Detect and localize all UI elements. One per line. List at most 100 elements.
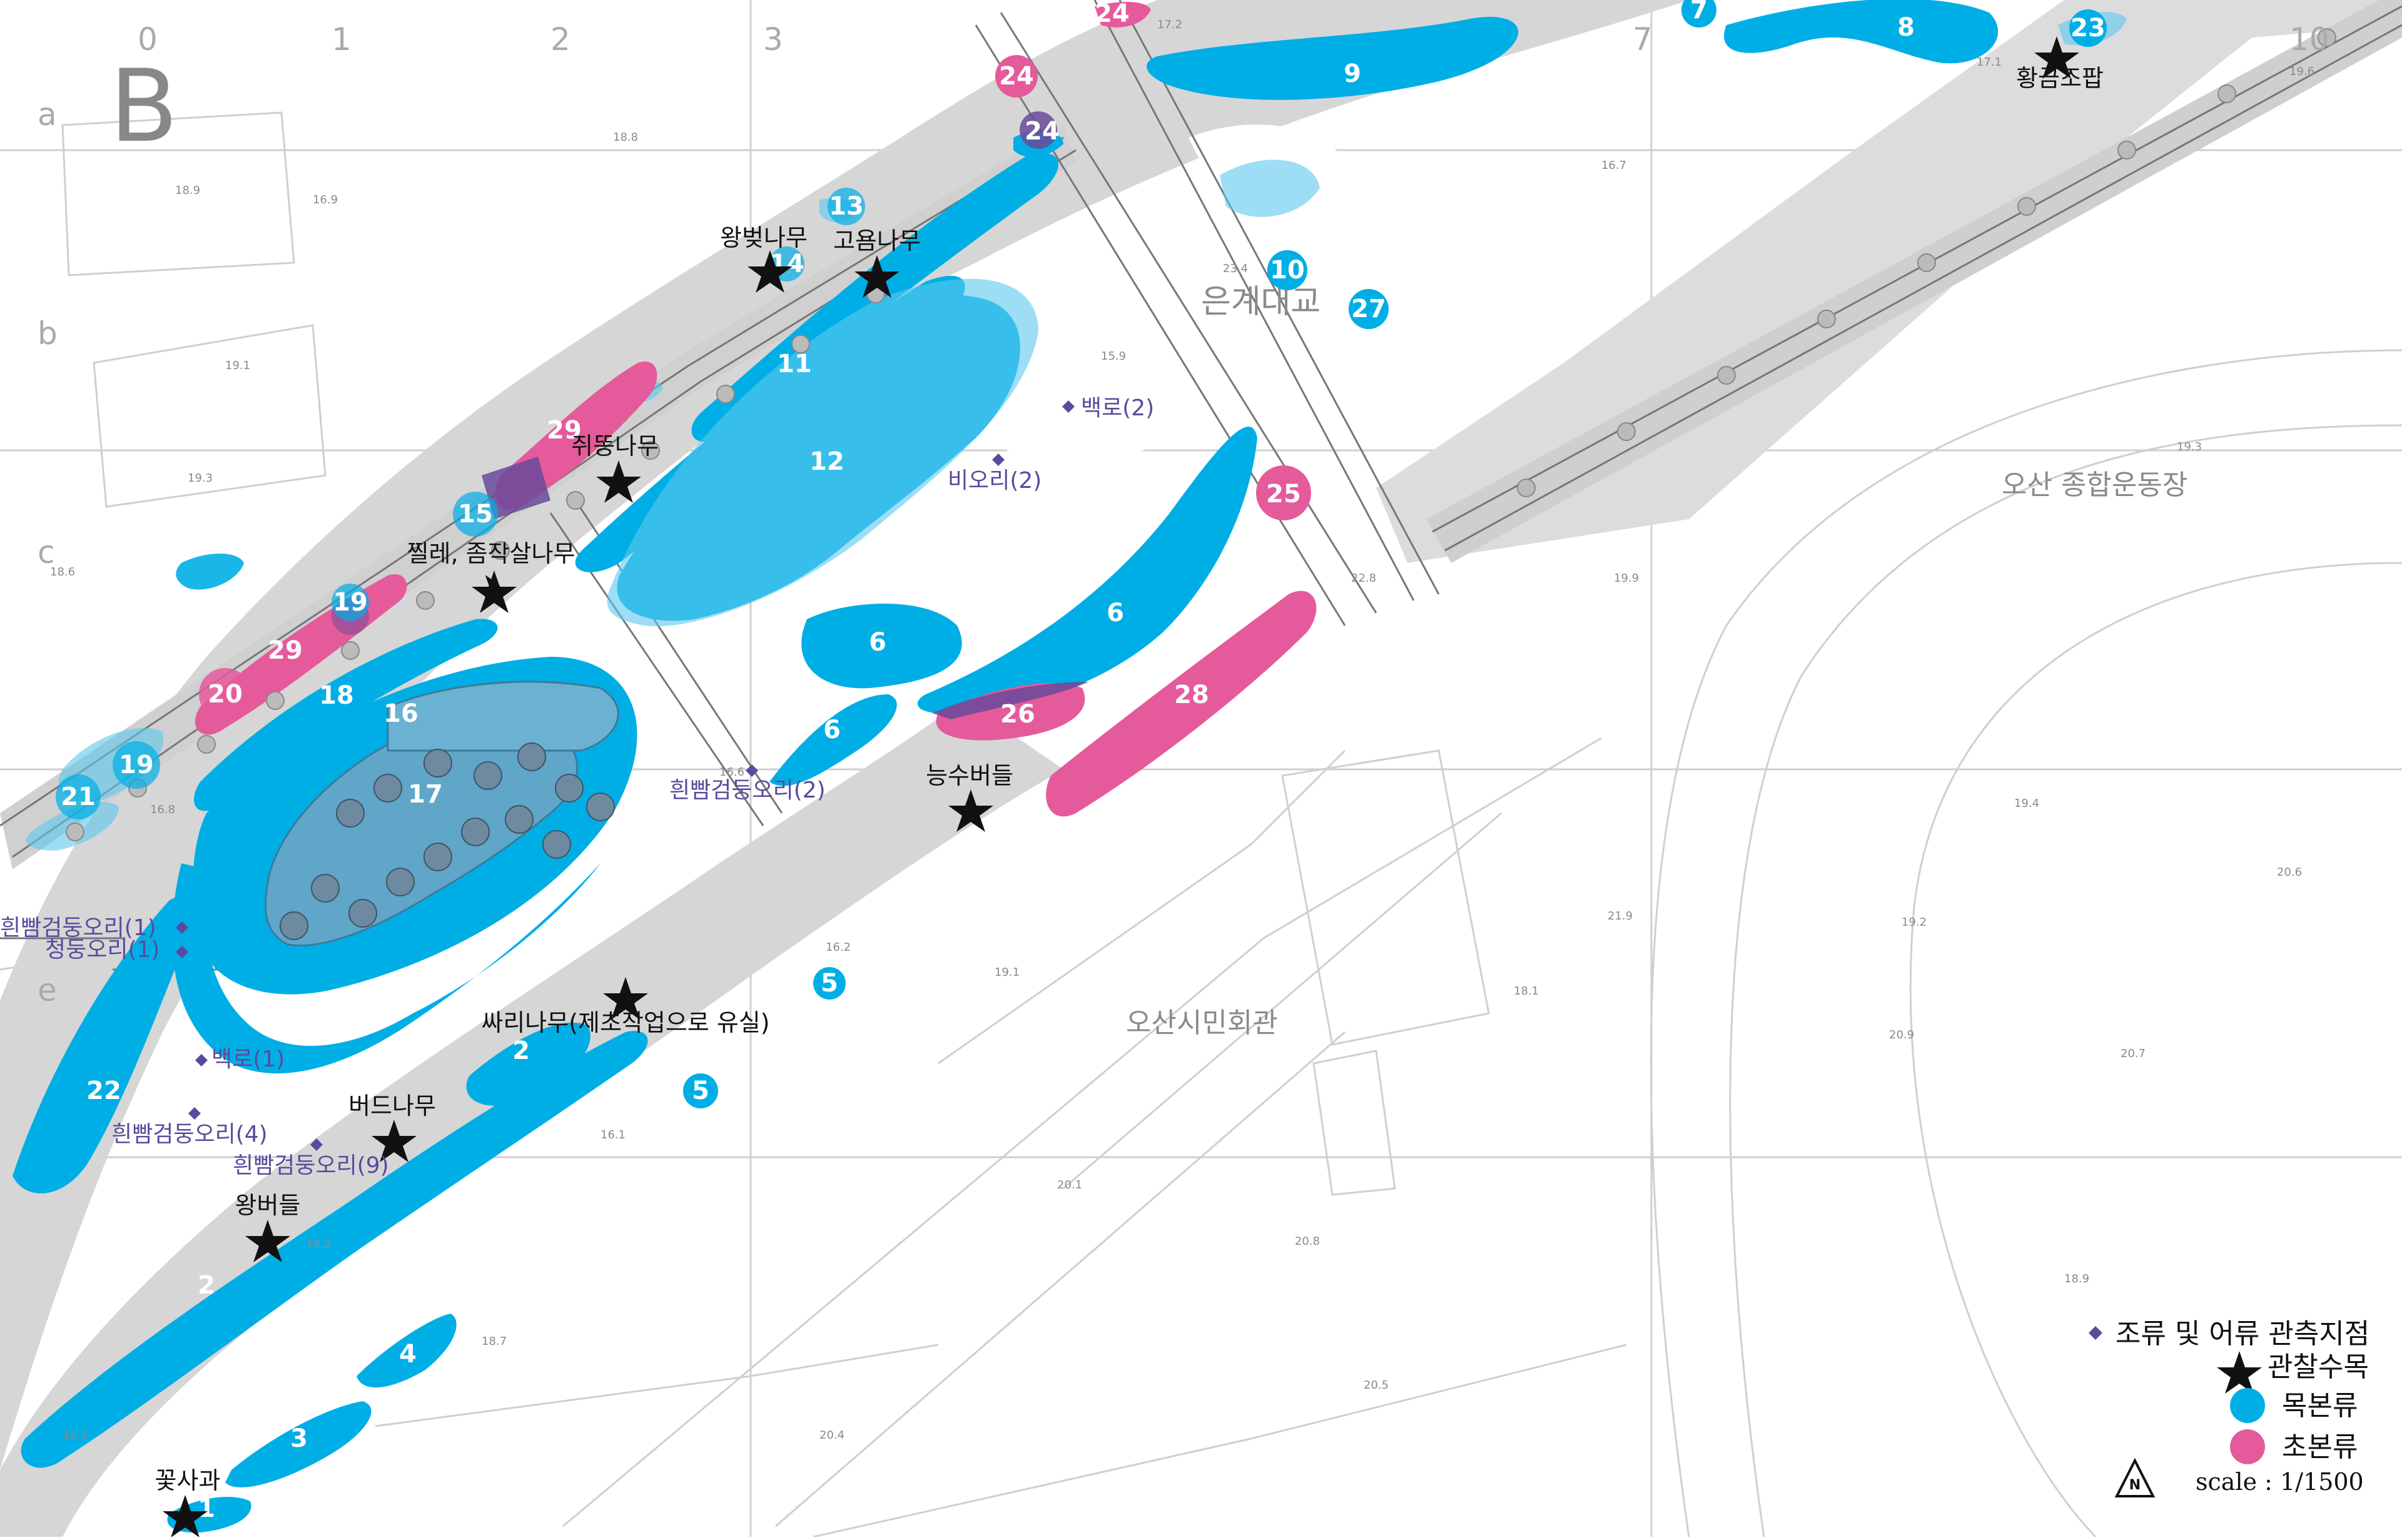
elevation: 20.6: [2277, 866, 2302, 879]
diamond-icon: [2089, 1326, 2102, 1340]
zone-label-27: 27: [1351, 295, 1386, 323]
diamond-icon: [176, 946, 188, 958]
north-label: N: [2129, 1477, 2141, 1493]
zone-label-28: 28: [1174, 681, 1209, 709]
elevation: 19.6: [2289, 65, 2314, 78]
zone-label-29: 29: [547, 416, 582, 445]
zone-label-19: 19: [119, 751, 154, 779]
zone-label-26: 26: [1000, 700, 1035, 729]
elevation: 19.1: [995, 966, 1020, 979]
zone-label-12: 12: [809, 447, 844, 476]
star-icon: [2034, 36, 2079, 79]
tree-label: 고욤나무: [833, 227, 921, 255]
tree-label: 황금조팝: [2016, 64, 2104, 92]
elevation: 20.8: [1295, 1235, 1320, 1248]
zone-label-5: 5: [692, 1076, 709, 1105]
star-icon: [472, 570, 517, 613]
elevation: 20.7: [2121, 1047, 2146, 1060]
grid-row-e: e: [38, 972, 57, 1008]
diamond-icon: [195, 1054, 208, 1066]
elevation: 19.2: [1902, 916, 1927, 929]
grid-col-2: 2: [550, 21, 570, 58]
legend: 조류 및 어류 관측지점 관찰수목 목본류 초본류 N scale : 1/15…: [2089, 1318, 2369, 1497]
diamond-icon: [992, 453, 1005, 466]
star-icon: [854, 255, 899, 298]
tree-label: 능수버들: [926, 762, 1013, 789]
tree-label: 싸리나무(제초작업으로 유실): [481, 1009, 769, 1036]
tree-markers: [163, 36, 2079, 1537]
zone-label-13: 13: [829, 192, 864, 221]
elevation: 18.9: [2064, 1272, 2089, 1285]
scale-label: scale : 1/1500: [2196, 1468, 2364, 1496]
wetland-trees: [280, 742, 615, 940]
elevation: 19.9: [1614, 572, 1639, 585]
observation-label: 백로(1): [211, 1046, 285, 1072]
legend-woody: 목본류: [2282, 1390, 2358, 1422]
elevation: 21.9: [1608, 909, 1633, 923]
legend-observation: 조류 및 어류 관측지점: [2116, 1318, 2369, 1350]
diamond-icon: [176, 921, 188, 934]
elevation: 23.4: [1223, 262, 1248, 275]
tree-label: 왕벚나무: [720, 224, 808, 251]
zone-label-9: 9: [1344, 59, 1361, 88]
zone-label-18: 18: [319, 681, 354, 710]
observation-label: 비오리(2): [948, 468, 1041, 494]
grid-col-0: 0: [138, 21, 158, 58]
elevation: 16.9: [313, 193, 338, 206]
zone-label-2: 2: [198, 1271, 215, 1300]
grid-row-a: a: [38, 96, 57, 133]
zone-label-20: 20: [208, 680, 243, 709]
elevation: 20.4: [819, 1429, 844, 1442]
zone-label-22: 22: [86, 1076, 121, 1105]
star-icon: [245, 1220, 290, 1262]
elevation: 16.1: [600, 1128, 626, 1142]
civic-hall-name: 오산시민회관: [1126, 1007, 1278, 1039]
zone-label-10: 10: [1270, 256, 1305, 285]
elevation: 17.2: [1157, 18, 1182, 31]
star-icon: [2217, 1351, 2262, 1394]
elevation: 16.2: [307, 1238, 332, 1251]
elevation: 19.3: [188, 472, 213, 485]
zone-label-2: 2: [512, 1036, 530, 1065]
observation-label: 흰빰검둥오리(4): [111, 1122, 268, 1147]
zone-label-1: 1: [198, 1494, 215, 1523]
zone-label-24: 24: [1025, 117, 1060, 146]
observation-label: 백로(2): [1081, 395, 1154, 421]
diamond-icon: [310, 1138, 323, 1151]
zone-label-3: 3: [290, 1424, 308, 1453]
observation-label: 흰빰검둥오리(9): [233, 1153, 389, 1178]
zone-label-24: 24: [999, 62, 1034, 91]
legend-herbaceous: 초본류: [2282, 1431, 2358, 1463]
grid-col-3: 3: [763, 21, 783, 58]
elevation: 19.4: [2014, 797, 2039, 810]
sheet-letter: B: [109, 48, 178, 165]
zone-label-6: 6: [1107, 599, 1124, 627]
tree-label: 쥐똥나무: [571, 432, 659, 460]
observation-label: 청둥오리(1): [45, 937, 160, 963]
elevation: 18.8: [613, 131, 638, 144]
elevation: 18.7: [482, 1335, 507, 1348]
elevation: 17.1: [1977, 56, 2002, 69]
legend-herbaceous-swatch: [2230, 1429, 2265, 1464]
elevation: 20.1: [1057, 1178, 1082, 1192]
right-promenade: [1426, 0, 2402, 563]
stadium-name: 오산 종합운동장: [2002, 469, 2187, 501]
zone-label-29: 29: [268, 636, 303, 665]
elevation-labels: 18.9 18.6 19.1 19.3 18.8 16.9 16.7 16.8 …: [50, 18, 2314, 1442]
elevation: 16.8: [150, 803, 175, 816]
tree-label: 왕버들: [235, 1192, 301, 1219]
road-lines: [0, 0, 2402, 971]
zone-label-7: 7: [1690, 0, 1708, 24]
star-icon: [163, 1495, 208, 1537]
tree-label: 버드나무: [348, 1092, 436, 1120]
zone-labels: 1 2 2 3 4 5 5 6 6 6 7 8 9 10 11 12 13 14…: [56, 0, 2107, 1523]
tree-labels: 왕벚나무 고욤나무 쥐똥나무 찔레, 좀작살나무 능수버들 싸리나무(제초작업으…: [155, 64, 2104, 1494]
elevation: 16.2: [826, 941, 851, 954]
north-arrow-icon: N: [2114, 1457, 2156, 1497]
base-map-text: B 0 1 2 3 7 10 a b c e 은계대교 오산 종합운동장 오산시…: [38, 21, 2329, 1039]
elevation: 19.3: [2177, 440, 2202, 453]
zone-label-4: 4: [399, 1340, 417, 1369]
